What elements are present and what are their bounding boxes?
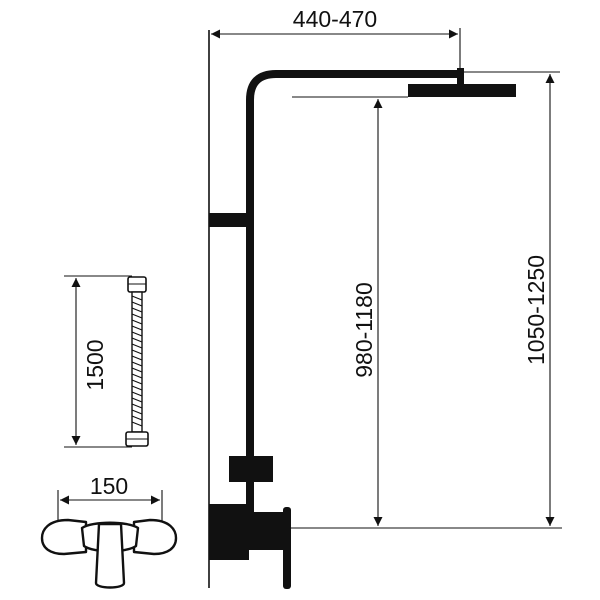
mixer-valve bbox=[249, 512, 283, 550]
label-mixer-spacing: 150 bbox=[90, 473, 128, 499]
hose-braiding bbox=[131, 295, 143, 427]
label-head-height: 980-1180 bbox=[351, 282, 377, 378]
mixer-body bbox=[209, 504, 249, 560]
label-arm-reach: 440-470 bbox=[293, 6, 377, 32]
shower-head bbox=[408, 84, 516, 97]
label-hose-length: 1500 bbox=[82, 339, 108, 390]
wall-bracket bbox=[209, 213, 254, 227]
head-connector bbox=[457, 68, 464, 84]
mixer-left-connector bbox=[40, 518, 88, 556]
mixer-lever bbox=[283, 507, 291, 589]
diverter-block bbox=[229, 456, 273, 482]
mixer-front-view bbox=[40, 518, 178, 589]
mixer-right-connector bbox=[132, 518, 178, 556]
riser-pipe bbox=[246, 70, 462, 462]
mixer-front-lever bbox=[94, 522, 126, 589]
label-total-height: 1050-1250 bbox=[523, 255, 549, 365]
shower-hose bbox=[125, 276, 149, 447]
